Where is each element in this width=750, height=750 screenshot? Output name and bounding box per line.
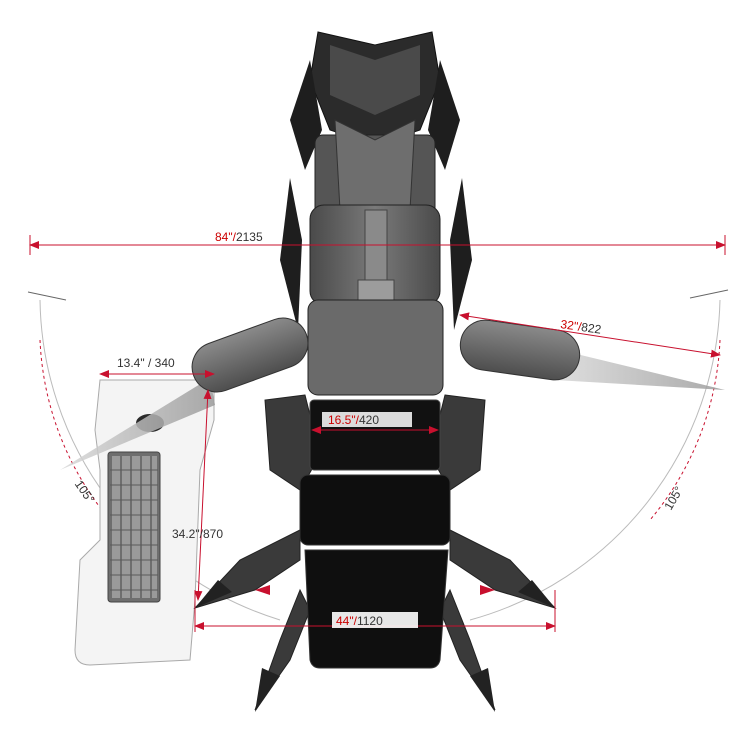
chair-feet [195, 580, 555, 712]
base-width-mm: 1120 [357, 614, 383, 628]
svg-text:32"/822: 32"/822 [560, 317, 603, 337]
armrest-span-mm: 822 [580, 320, 602, 337]
svg-text:16.5"/420: 16.5"/420 [328, 413, 379, 427]
armrest-span-inch: 32" [560, 317, 579, 333]
dimension-armrest-span: 32"/822 [459, 312, 721, 358]
chair-footrest [304, 549, 449, 669]
base-width-inch: 44" [336, 614, 354, 628]
desk-width-mm: 340 [155, 356, 175, 370]
desk-depth-mm: 870 [203, 527, 223, 541]
swing-arc-left-red [39, 339, 111, 521]
armrest-left [191, 317, 309, 393]
chair-seat-front [299, 474, 451, 546]
dimension-seat-width: 16.5"/420 [311, 412, 439, 434]
dimension-desk-width: 13.4" / 340 [99, 356, 215, 378]
keyboard-icon [107, 451, 161, 603]
desk-depth-inch: 34.2" [172, 527, 200, 541]
dimension-base-width: 44"/1120 [194, 590, 556, 632]
svg-text:44"/1120: 44"/1120 [336, 614, 383, 628]
svg-text:34.2"/870: 34.2"/870 [172, 527, 223, 541]
chair-seat [309, 399, 441, 471]
swing-angle-right: 105° [661, 484, 686, 513]
chair-seat-back [307, 299, 444, 396]
desk-width-inch: 13.4" [117, 356, 145, 370]
swing-indicator-left [60, 378, 215, 470]
overall-width-mm: 2135 [236, 230, 263, 244]
chair-backrest [309, 119, 441, 331]
chair-side-fins [280, 178, 472, 330]
swing-angle-left: 105° [72, 477, 98, 506]
dimension-overall-width: 84"/2135 [29, 230, 726, 255]
dimension-desk-depth: 34.2"/870 [172, 389, 223, 601]
swing-arc-right-red [649, 339, 721, 521]
overall-width-inch: 84" [215, 230, 233, 244]
chair-headrest [290, 31, 460, 170]
leg-arrow-accents [255, 585, 495, 595]
seat-width-mm: 420 [359, 413, 379, 427]
svg-text:13.4" / 340: 13.4" / 340 [117, 356, 175, 370]
svg-text:84"/2135: 84"/2135 [215, 230, 263, 244]
swing-indicator-right [555, 350, 725, 390]
seat-width-inch: 16.5" [328, 413, 356, 427]
